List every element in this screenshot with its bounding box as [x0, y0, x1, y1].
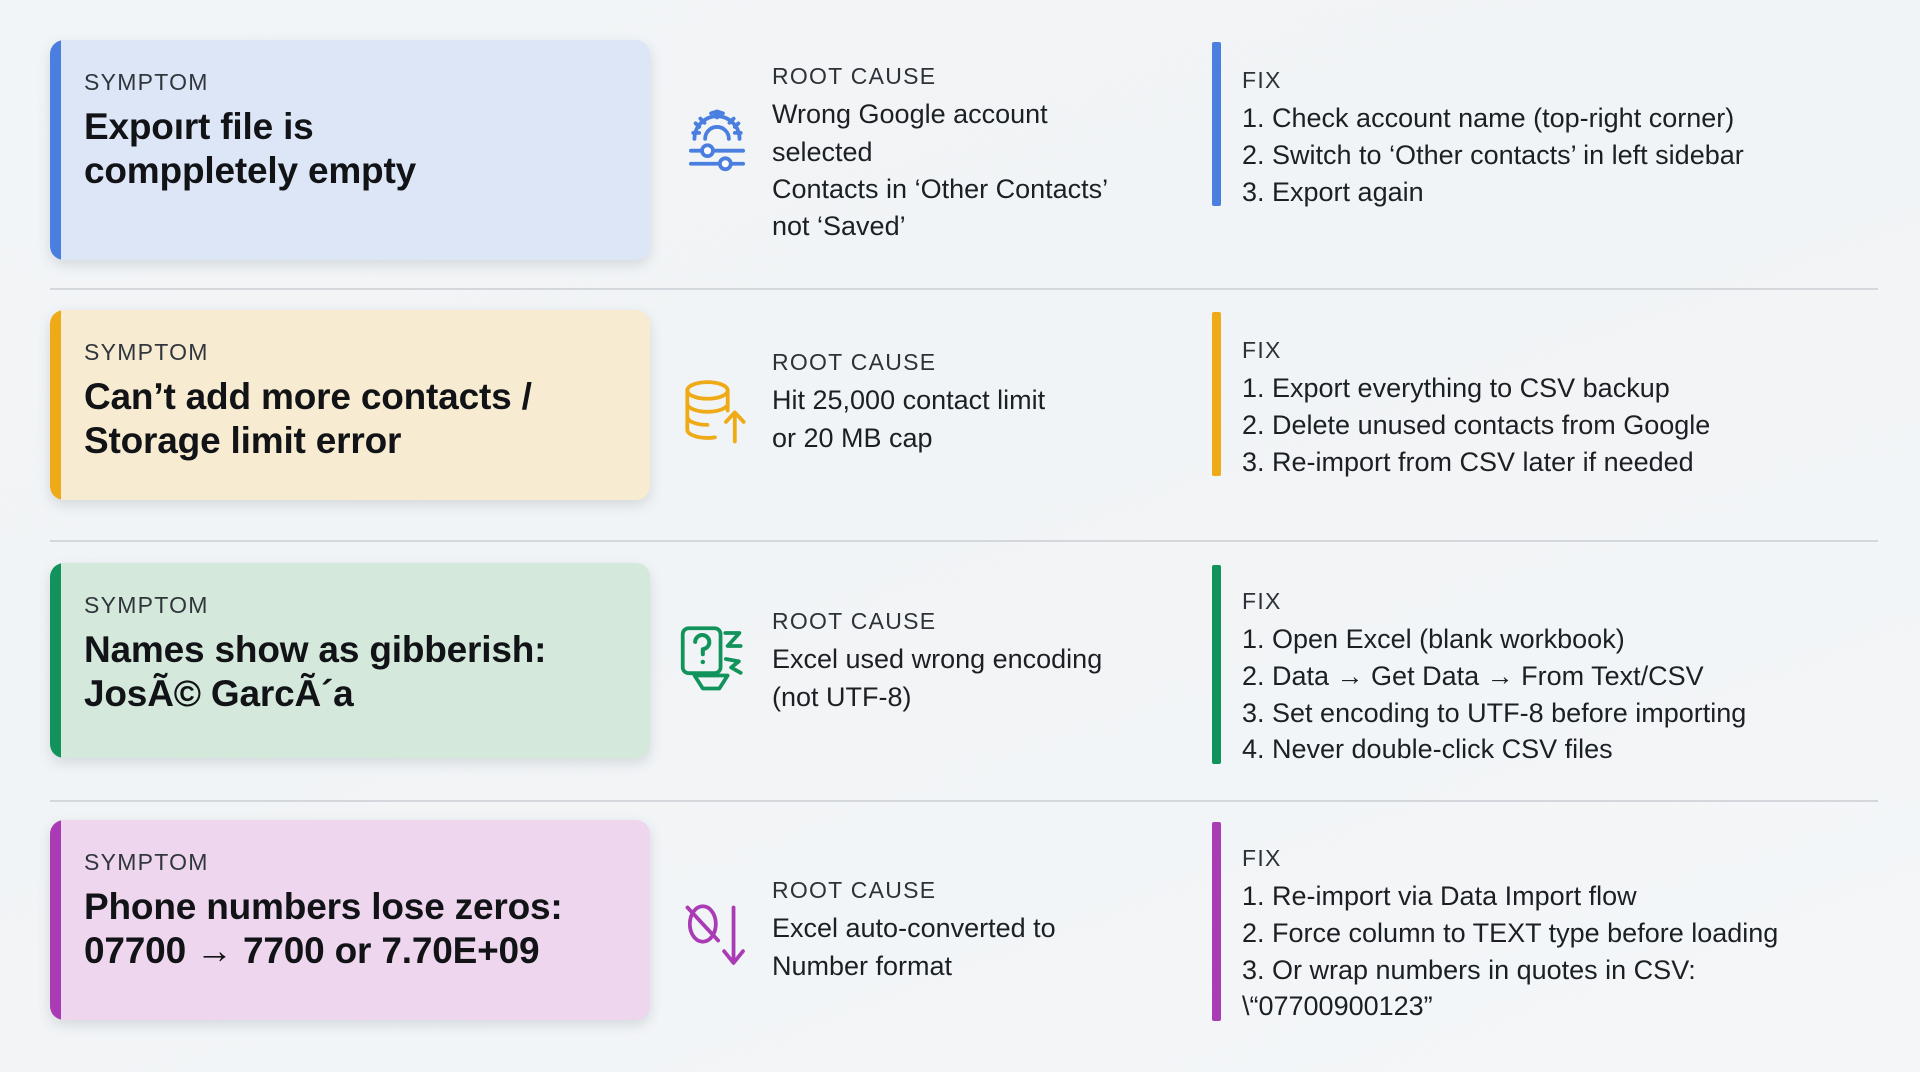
fix-label: FIX: [1242, 845, 1282, 871]
fix-list: 1. Export everything to CSV backup 2. De…: [1242, 370, 1920, 480]
fix-label: FIX: [1242, 67, 1282, 93]
row-divider: [50, 288, 1878, 290]
fix-list: 1. Check account name (top-right corner)…: [1242, 100, 1920, 210]
symptom-label: SYMPTOM: [84, 339, 209, 365]
fix-step: 1. Check account name (top-right corner): [1242, 103, 1735, 134]
unknown-glyph-icon: [680, 626, 743, 691]
symptom-title: Names show as gibberish: JosÃ© GarcÃ´a: [84, 629, 547, 715]
fix-accent-bar: [1212, 822, 1221, 1021]
root-cause-label: ROOT CAUSE: [772, 608, 937, 634]
gear-sliders-icon: [688, 109, 746, 172]
symptom-title: Can’t add more contacts / Storage limit …: [84, 376, 532, 462]
fix-step: 4. Never double-click CSV files: [1242, 734, 1613, 765]
fix-block: FIX 1. Check account name (top-right cor…: [1212, 40, 1920, 210]
fix-block: FIX 1. Export everything to CSV backup 2…: [1212, 310, 1920, 480]
fix-step: 2. Delete unused contacts from Google: [1242, 410, 1711, 441]
symptom-card: SYMPTOM Names show as gibberish: JosÃ© G…: [50, 563, 650, 758]
symptom-accent-bar: [50, 820, 61, 1020]
symptom-title: Expoırt file is comppletely empty: [84, 106, 417, 192]
issue-row: SYMPTOM Phone numbers lose zeros: 07700 …: [0, 820, 1920, 1025]
root-cause-icon-cell: [662, 820, 772, 976]
symptom-label: SYMPTOM: [84, 592, 209, 618]
root-cause-block: ROOT CAUSE Excel auto-converted to Numbe…: [772, 820, 1152, 985]
root-cause-block: ROOT CAUSE Excel used wrong encoding (no…: [772, 563, 1152, 716]
no-leading-zero-icon: [685, 904, 745, 965]
fix-block: FIX 1. Re-import via Data Import flow 2.…: [1212, 820, 1920, 1025]
root-cause-block: ROOT CAUSE Wrong Google account selected…: [772, 40, 1152, 245]
fix-step: 3. Re-import from CSV later if needed: [1242, 446, 1694, 477]
root-cause-icon-cell: [662, 310, 772, 451]
fix-list: 1. Re-import via Data Import flow 2. For…: [1242, 878, 1920, 1025]
fix-accent-bar: [1212, 312, 1221, 476]
fix-list: 1. Open Excel (blank workbook) 2. Data →…: [1242, 621, 1920, 768]
root-cause-icon-cell: [662, 40, 772, 178]
fix-step: 3. Or wrap numbers in quotes in CSV: \“0…: [1242, 954, 1696, 1022]
root-cause-text: Wrong Google account selected Contacts i…: [772, 99, 1109, 242]
root-cause-label: ROOT CAUSE: [772, 63, 937, 89]
issue-row: SYMPTOM Names show as gibberish: JosÃ© G…: [0, 563, 1920, 768]
fix-step: 1. Export everything to CSV backup: [1242, 373, 1670, 404]
root-cause-label: ROOT CAUSE: [772, 877, 937, 903]
root-cause-text: Hit 25,000 contact limit or 20 MB cap: [772, 385, 1046, 453]
database-upload-icon: [685, 380, 746, 444]
fix-step: 1. Re-import via Data Import flow: [1242, 881, 1637, 912]
symptom-title: Phone numbers lose zeros: 07700 → 7700 o…: [84, 886, 563, 972]
symptom-accent-bar: [50, 310, 61, 500]
fix-step: 3. Set encoding to UTF-8 before importin…: [1242, 697, 1747, 728]
root-cause-text: Excel auto-converted to Number format: [772, 913, 1056, 981]
symptom-card: SYMPTOM Phone numbers lose zeros: 07700 …: [50, 820, 650, 1020]
symptom-accent-bar: [50, 40, 61, 260]
fix-label: FIX: [1242, 337, 1282, 363]
fix-accent-bar: [1212, 565, 1221, 764]
fix-step: 2. Force column to TEXT type before load…: [1242, 918, 1779, 949]
issue-row: SYMPTOM Expoırt file is comppletely empt…: [0, 40, 1920, 260]
symptom-accent-bar: [50, 563, 61, 758]
symptom-card: SYMPTOM Can’t add more contacts / Storag…: [50, 310, 650, 500]
row-divider: [50, 540, 1878, 542]
fix-step: 2. Data → Get Data → From Text/CSV: [1242, 661, 1704, 692]
fix-accent-bar: [1212, 42, 1221, 206]
root-cause-block: ROOT CAUSE Hit 25,000 contact limit or 2…: [772, 310, 1152, 457]
fix-label: FIX: [1242, 588, 1282, 614]
symptom-label: SYMPTOM: [84, 849, 209, 875]
symptom-label: SYMPTOM: [84, 69, 209, 95]
root-cause-icon-cell: [662, 563, 772, 697]
issue-row: SYMPTOM Can’t add more contacts / Storag…: [0, 310, 1920, 500]
root-cause-label: ROOT CAUSE: [772, 349, 937, 375]
fix-step: 2. Switch to ‘Other contacts’ in left si…: [1242, 140, 1744, 171]
row-divider: [50, 800, 1878, 802]
root-cause-text: Excel used wrong encoding (not UTF-8): [772, 644, 1103, 712]
fix-step: 1. Open Excel (blank workbook): [1242, 624, 1625, 655]
fix-block: FIX 1. Open Excel (blank workbook) 2. Da…: [1212, 563, 1920, 768]
symptom-card: SYMPTOM Expoırt file is comppletely empt…: [50, 40, 650, 260]
fix-step: 3. Export again: [1242, 176, 1424, 207]
